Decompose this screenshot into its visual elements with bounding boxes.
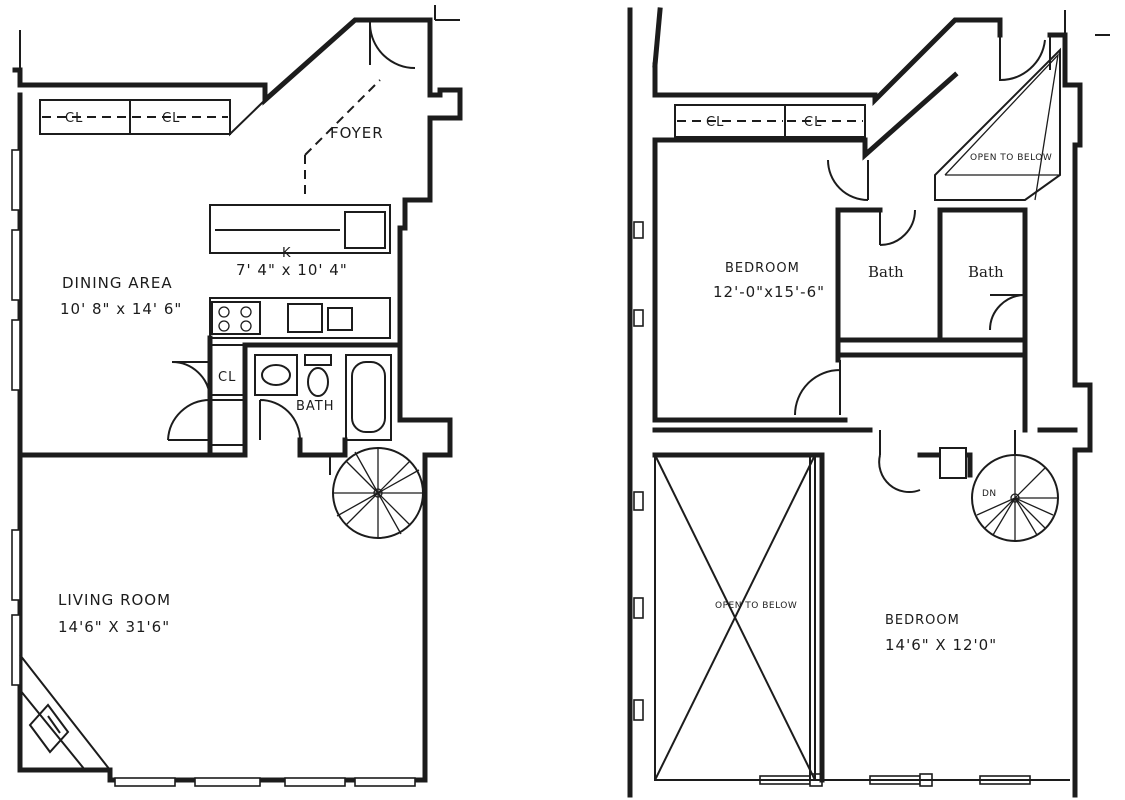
kitchen-label: K: [282, 246, 292, 261]
dining-area-size: 10' 8" x 14' 6": [60, 300, 182, 318]
lower-window-1: [11, 149, 21, 211]
upper-closet-2: [784, 104, 866, 138]
upper-bedroom-1-door: [827, 159, 869, 201]
stove: [211, 301, 261, 335]
toilet: [307, 367, 329, 397]
lower-window-6: [114, 777, 176, 787]
lower-top-left-stub: [19, 5, 460, 70]
corner-fireplace: [19, 654, 111, 771]
upper-open-to-below-main: [654, 454, 816, 781]
upper-open-to-below-top-label: OPEN TO BELOW: [970, 153, 1052, 163]
lower-floor-plan: CL CL FOYER K 7' 4" x 10' 4" DINING AREA…: [11, 5, 463, 787]
bedroom-2-size: 14'6" X 12'0": [885, 636, 997, 654]
bedroom-1-size: 12'-0"x15'-6": [713, 283, 825, 301]
upper-window-1: [633, 221, 644, 239]
upper-window-3: [633, 491, 644, 511]
lower-closet-3-label: CL: [218, 370, 236, 385]
upper-hall-door-2: [878, 430, 921, 493]
lower-closet-4: [209, 399, 246, 446]
upper-window-5: [633, 699, 644, 721]
bath-label: BATH: [296, 399, 335, 414]
bedroom-1-label: BEDROOM: [725, 261, 800, 276]
upper-closet-2-label: CL: [804, 115, 822, 130]
upper-spiral-stair: [971, 430, 1059, 542]
upper-bath-1-door: [879, 209, 916, 246]
upper-bath-2-door: [989, 294, 1026, 331]
lower-window-5: [11, 614, 21, 686]
lower-window-4: [11, 529, 21, 601]
closet-4-door: [167, 398, 211, 441]
living-room-size: 14'6" X 31'6": [58, 618, 170, 636]
upper-open-to-below-main-label: OPEN TO BELOW: [715, 601, 797, 611]
refrigerator: [344, 211, 386, 249]
upper-closet-1-label: CL: [706, 115, 724, 130]
upper-floor-plan: CL CL OPEN TO BELOW BEDROOM 12'-0"x15'-6…: [627, 7, 1110, 798]
upper-bath-2-label: Bath: [968, 263, 1004, 281]
bedroom-2-label: BEDROOM: [885, 613, 960, 628]
upper-bath-1-label: Bath: [868, 263, 904, 281]
sink: [287, 303, 323, 333]
lower-spiral-stair: [332, 447, 424, 539]
upper-window-2: [633, 309, 644, 327]
lower-window-3: [11, 319, 21, 391]
closet-3-door: [171, 360, 211, 399]
lower-closet-1: [39, 99, 131, 135]
lower-window-9: [354, 777, 416, 787]
upper-outer-wall: [627, 7, 1003, 798]
lower-window-8: [284, 777, 346, 787]
bath-door: [259, 399, 301, 441]
lower-closet-1-label: CL: [65, 111, 83, 126]
lower-window-7: [194, 777, 261, 787]
lower-closet-2-label: CL: [162, 111, 180, 126]
living-room-label: LIVING ROOM: [58, 591, 171, 609]
upper-window-4: [633, 597, 644, 619]
upper-open-to-below-top: [934, 47, 1061, 201]
dining-area-label: DINING AREA: [62, 274, 173, 292]
kitchen-size: 7' 4" x 10' 4": [236, 261, 348, 279]
upper-hall-door: [794, 360, 841, 416]
lower-window-2: [11, 229, 21, 301]
stair-down-label: DN: [982, 489, 997, 499]
entry-door-swing: [369, 20, 416, 70]
foyer-dashed-boundary: [304, 79, 381, 200]
foyer-label: FOYER: [330, 124, 384, 142]
